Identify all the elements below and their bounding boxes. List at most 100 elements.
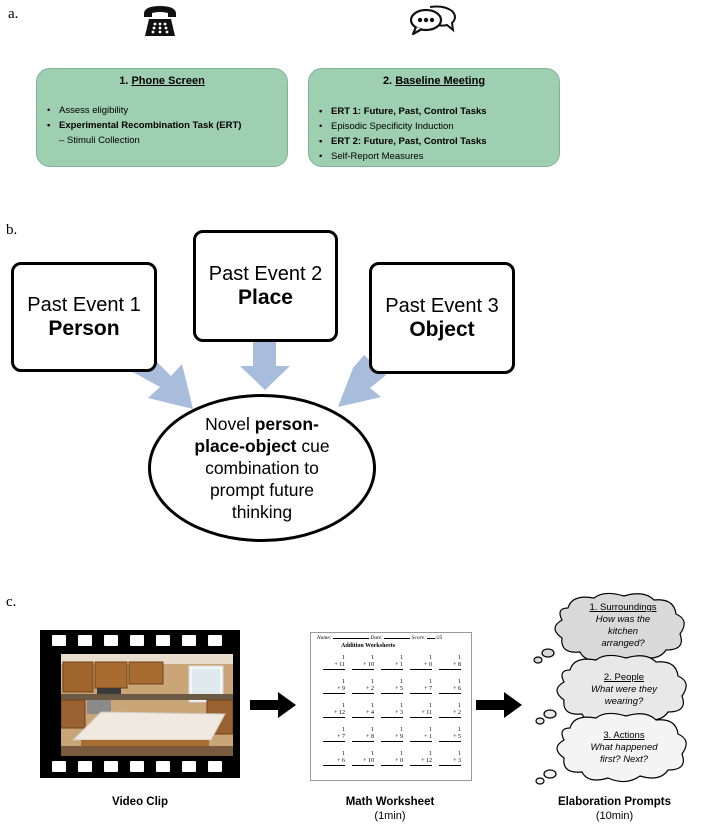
problem-bottom: + 1: [381, 662, 403, 670]
problem-top: 1: [429, 679, 432, 685]
problem-top: 1: [371, 727, 374, 733]
problem-top: 1: [458, 703, 461, 709]
arrow-event2-to-novel: [240, 342, 290, 390]
problem-bottom: + 9: [381, 734, 403, 742]
worksheet-problem: 1+ 4: [352, 703, 374, 718]
problem-bottom: + 10: [352, 662, 374, 670]
past-event-2-box: Past Event 2 Place: [193, 230, 338, 342]
novel-cue-text: Novel person-place-object cue combinatio…: [194, 414, 330, 522]
problem-bottom: + 4: [352, 710, 374, 718]
problem-top: 1: [342, 679, 345, 685]
problem-bottom: + 5: [381, 686, 403, 694]
problem-top: 1: [371, 703, 374, 709]
problem-bottom: + 3: [381, 710, 403, 718]
worksheet-problem: 1+ 10: [352, 751, 374, 766]
panel-label-b: b.: [6, 222, 18, 238]
cloud-actions-text: 3. Actions What happened first? Next?: [590, 730, 658, 765]
video-clip-filmstrip: [40, 630, 240, 778]
worksheet-problem: 1+ 12: [323, 703, 345, 718]
worksheet-problem: 1+ 9: [323, 679, 345, 694]
baseline-meeting-title: 2. Baseline Meeting: [382, 75, 486, 87]
worksheet-problem: 1+ 0: [381, 751, 403, 766]
worksheet-problem: 1+ 3: [381, 703, 403, 718]
list-item: •ERT 2: Future, Past, Control Tasks: [319, 136, 487, 147]
problem-top: 1: [342, 655, 345, 661]
list-item: •Self-Report Measures: [319, 151, 424, 162]
telephone-icon: [144, 6, 176, 36]
worksheet-problem: 1+ 2: [439, 703, 461, 718]
film-sprockets: [52, 635, 222, 772]
math-worksheet-caption: Math Worksheet(1min): [345, 796, 435, 822]
problem-bottom: + 7: [323, 734, 345, 742]
list-item: •Experimental Recombination Task (ERT): [47, 120, 242, 131]
worksheet-header: Name: Date: Score: /25: [317, 635, 443, 641]
phone-screen-title: 1. Phone Screen: [119, 75, 205, 87]
baseline-meeting-list: •ERT 1: Future, Past, Control Tasks •Epi…: [319, 104, 559, 164]
math-worksheet: Name: Date: Score: /25 Addition Workshee…: [310, 632, 472, 781]
problem-top: 1: [429, 727, 432, 733]
problem-top: 1: [400, 679, 403, 685]
problem-bottom: + 8: [439, 662, 461, 670]
worksheet-problem: 1+ 9: [381, 727, 403, 742]
worksheet-problem: 1+ 8: [439, 655, 461, 670]
worksheet-problem: 1+ 11: [410, 703, 432, 718]
worksheet-problem: 1+ 6: [439, 679, 461, 694]
past-event-1-box: Past Event 1 Person: [11, 262, 157, 372]
problem-top: 1: [429, 703, 432, 709]
cloud-surroundings-text: 1. Surroundings How was the kitchen arra…: [589, 602, 657, 649]
worksheet-problem: 1+ 2: [352, 679, 374, 694]
arrow-right-icon: [476, 692, 522, 718]
arrow-right-icon: [250, 692, 296, 718]
worksheet-problem: 1+ 8: [352, 727, 374, 742]
worksheet-problem: 1+ 12: [410, 751, 432, 766]
worksheet-problem: 1+ 1: [381, 655, 403, 670]
phone-screen-box: 1. Phone Screen •Assess eligibility •Exp…: [36, 68, 288, 167]
problem-top: 1: [371, 751, 374, 757]
problem-bottom: + 3: [439, 758, 461, 766]
list-item: •ERT 1: Future, Past, Control Tasks: [319, 106, 487, 117]
thought-cloud-3: [535, 712, 687, 785]
problem-bottom: + 0: [410, 662, 432, 670]
problem-top: 1: [400, 703, 403, 709]
panel-label-a: a.: [8, 6, 19, 22]
problem-bottom: + 2: [439, 710, 461, 718]
problem-bottom: + 11: [323, 662, 345, 670]
problem-top: 1: [458, 751, 461, 757]
worksheet-problem: 1+ 0: [410, 655, 432, 670]
problem-top: 1: [458, 727, 461, 733]
problem-top: 1: [429, 655, 432, 661]
problem-bottom: + 2: [352, 686, 374, 694]
problem-top: 1: [400, 727, 403, 733]
worksheet-problem: 1+ 1: [410, 727, 432, 742]
thought-cloud-1: [533, 592, 685, 664]
problem-bottom: + 12: [323, 710, 345, 718]
worksheet-problem: 1+ 10: [352, 655, 374, 670]
problem-top: 1: [400, 655, 403, 661]
problem-top: 1: [342, 751, 345, 757]
problem-top: 1: [458, 655, 461, 661]
elaboration-prompts-caption: Elaboration Prompts(10min): [557, 796, 672, 822]
worksheet-problem: 1+ 7: [410, 679, 432, 694]
problem-bottom: + 7: [410, 686, 432, 694]
problem-bottom: + 6: [439, 686, 461, 694]
worksheet-problem: 1+ 5: [439, 727, 461, 742]
problem-top: 1: [400, 751, 403, 757]
worksheet-problem: 1+ 7: [323, 727, 345, 742]
problem-bottom: + 11: [410, 710, 432, 718]
worksheet-problem: 1+ 5: [381, 679, 403, 694]
worksheet-problem: 1+ 3: [439, 751, 461, 766]
problem-top: 1: [342, 727, 345, 733]
list-item: – Stimuli Collection: [59, 135, 140, 146]
baseline-meeting-box: 2. Baseline Meeting •ERT 1: Future, Past…: [308, 68, 560, 167]
panel-label-c: c.: [6, 594, 17, 610]
problem-top: 1: [371, 679, 374, 685]
worksheet-problem: 1+ 11: [323, 655, 345, 670]
novel-cue-ellipse: Novel person-place-object cue combinatio…: [148, 394, 376, 542]
kitchen-photo: [61, 654, 233, 756]
phone-screen-list: •Assess eligibility •Experimental Recomb…: [47, 103, 287, 148]
past-event-3-box: Past Event 3 Object: [369, 262, 515, 374]
list-item: •Assess eligibility: [47, 105, 129, 116]
thought-cloud-2: [535, 654, 687, 725]
problem-top: 1: [429, 751, 432, 757]
